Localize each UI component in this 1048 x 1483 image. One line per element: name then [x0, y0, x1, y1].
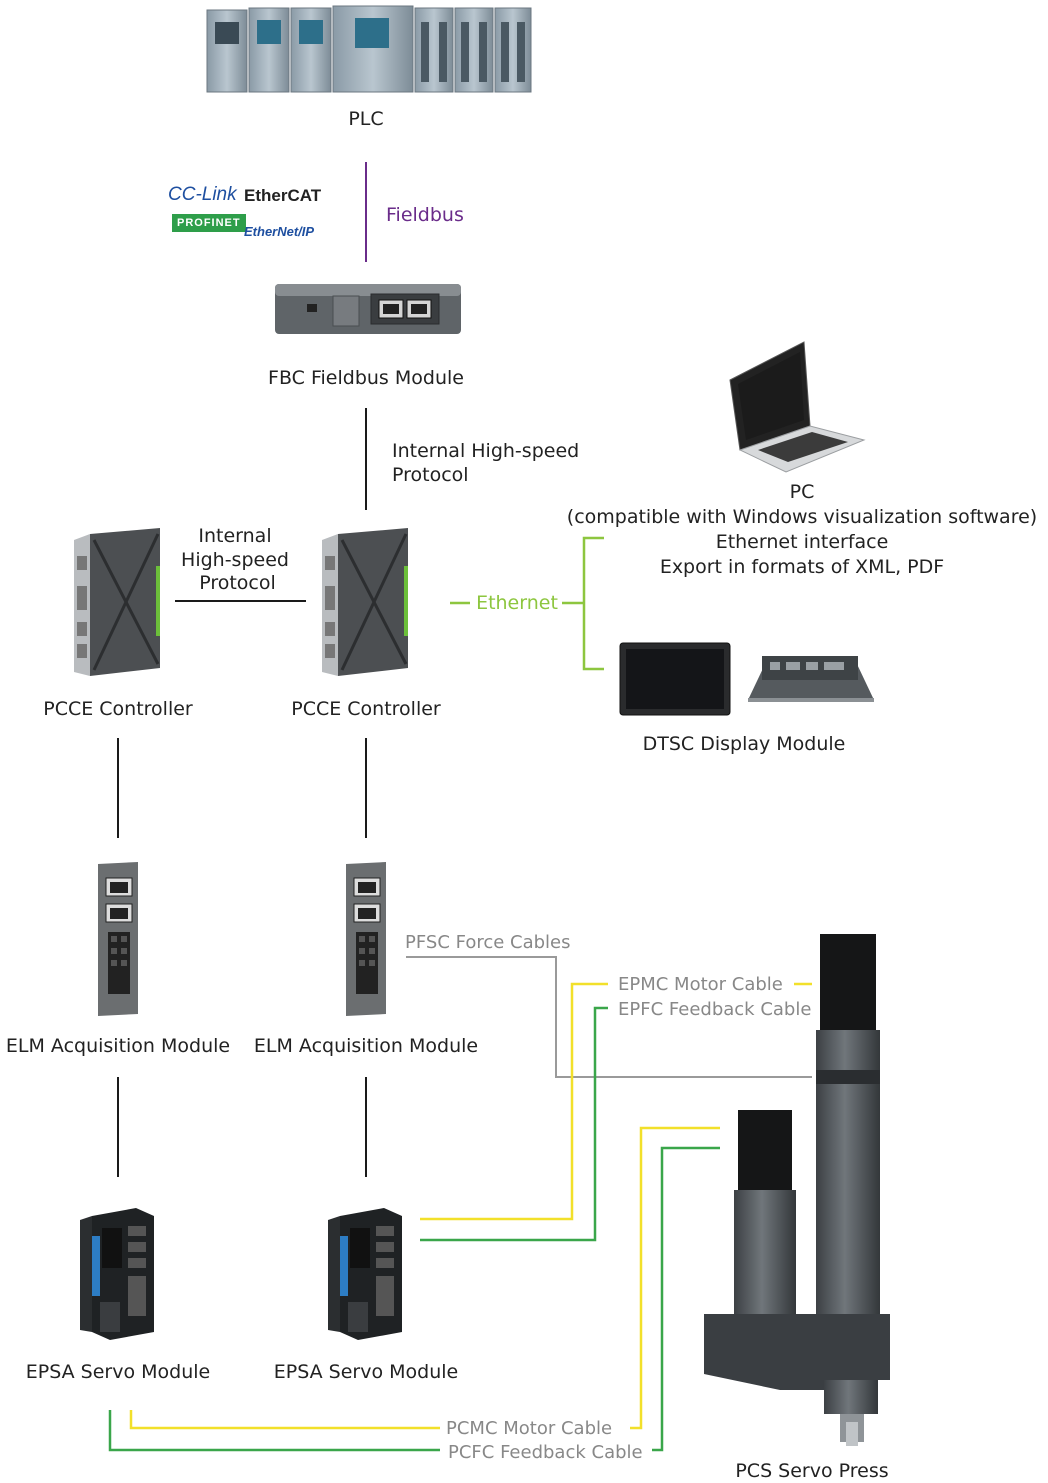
pcce-right-device-image: [322, 528, 408, 676]
plc-label: PLC: [348, 108, 384, 130]
ethercat-logo: EtherCAT: [244, 186, 322, 205]
pcfc-label: PCFC Feedback Cable: [448, 1442, 643, 1463]
epfc-cable: [420, 1006, 608, 1242]
pcce-left-label: PCCE Controller: [43, 698, 193, 720]
internal-protocol-label-2: Protocol: [392, 464, 469, 486]
epmc-cable-left: [420, 982, 608, 1221]
pcmc-cable: [129, 1410, 440, 1430]
internal-link-label-2: High-speed: [181, 549, 289, 571]
epfc-label: EPFC Feedback Cable: [618, 999, 812, 1020]
pcs-servo-press-image: [704, 934, 890, 1446]
elm-right-label: ELM Acquisition Module: [253, 1035, 479, 1057]
profinet-logo: PROFINET: [172, 214, 246, 232]
pcfc-cable: [108, 1410, 440, 1452]
fbc-device-image: [275, 284, 461, 334]
epsa-left-device-image: [80, 1208, 154, 1340]
cc-link-logo: CC-Link: [168, 184, 237, 205]
pcce-right-label: PCCE Controller: [291, 698, 441, 720]
internal-link-label-1: Internal: [198, 525, 272, 547]
dtsc-display-image: [619, 642, 874, 716]
pfsc-cable: [406, 956, 812, 1078]
elm-left-device-image: [98, 862, 138, 1016]
pc-line-2: Ethernet interface: [715, 531, 889, 553]
internal-link-label-3: Protocol: [199, 572, 276, 594]
pfsc-label: PFSC Force Cables: [405, 932, 571, 953]
pc-line-3: Export in formats of XML, PDF: [659, 556, 945, 578]
pcmc-label: PCMC Motor Cable: [446, 1418, 613, 1439]
fieldbus-label: Fieldbus: [386, 204, 464, 226]
pc-laptop-image: [729, 341, 866, 473]
epmc-label: EPMC Motor Cable: [618, 974, 783, 995]
internal-protocol-label-1: Internal High-speed: [392, 440, 580, 462]
ethernet-lines: [450, 536, 604, 671]
epsa-left-label: EPSA Servo Module: [25, 1361, 211, 1383]
fbc-label: FBC Fieldbus Module: [268, 367, 464, 389]
pcs-label: PCS Servo Press: [735, 1460, 889, 1482]
pcce-left-device-image: [74, 528, 160, 676]
epsa-right-label: EPSA Servo Module: [273, 1361, 459, 1383]
dtsc-label: DTSC Display Module: [642, 733, 846, 755]
plc-device-image: [206, 5, 532, 93]
epsa-right-device-image: [328, 1208, 402, 1340]
pcmc-cable-right: [630, 1126, 720, 1430]
elm-left-label: ELM Acquisition Module: [5, 1035, 231, 1057]
elm-right-device-image: [346, 862, 386, 1016]
ethernet-label: Ethernet: [476, 592, 558, 614]
pc-title: PC: [789, 481, 815, 503]
ethernet-ip-logo: EtherNet/IP: [244, 224, 315, 239]
pcfc-cable-right: [652, 1146, 720, 1452]
pc-line-1: (compatible with Windows visualization s…: [566, 506, 1038, 528]
